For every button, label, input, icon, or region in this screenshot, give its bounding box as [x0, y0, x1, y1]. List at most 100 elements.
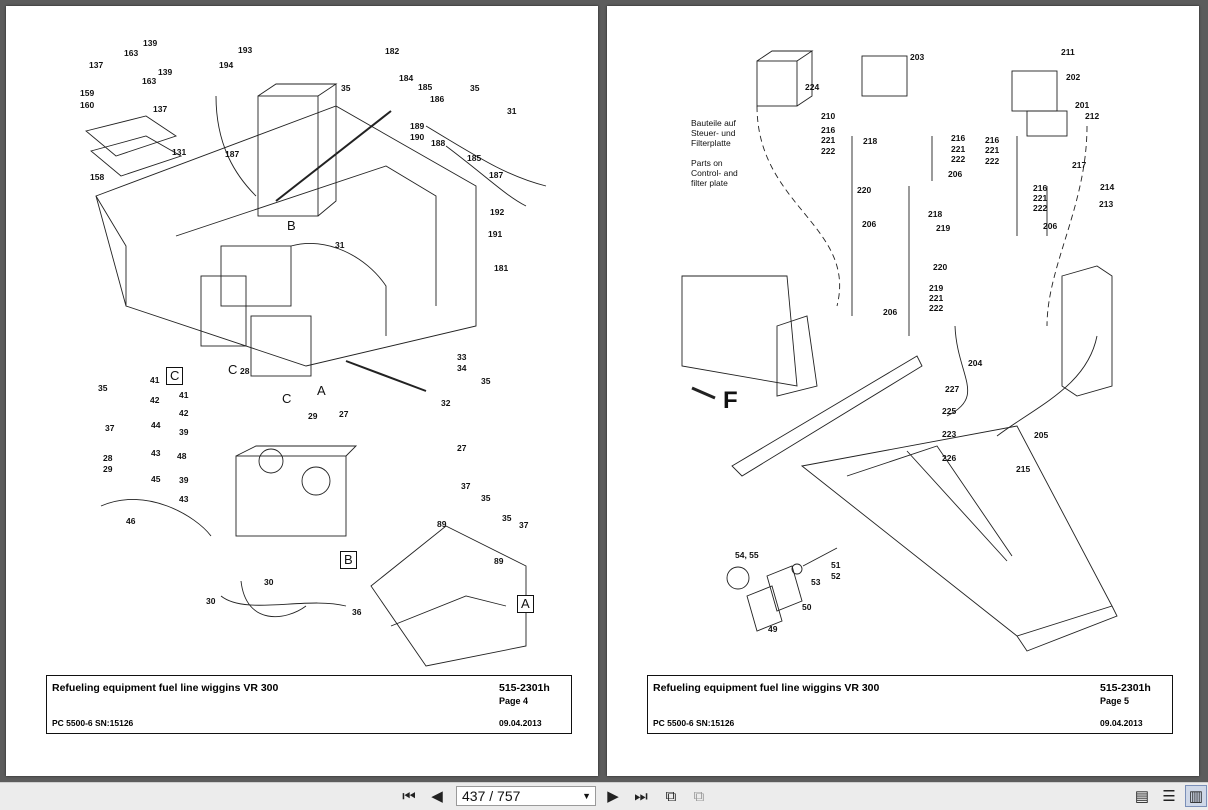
part-number: 43: [179, 494, 189, 504]
part-number: 46: [126, 516, 136, 526]
page-selector[interactable]: 437 / 757 ▼: [456, 786, 596, 806]
part-number: 41: [150, 375, 160, 385]
two-page-view-icon[interactable]: ▥: [1185, 785, 1207, 807]
viewer-toolbar: ⏮ ◀ 437 / 757 ▼ ▶ ⏭ ⧉ ⧉ ▤ ☰ ▥: [0, 782, 1208, 810]
part-number: 42: [150, 395, 160, 405]
part-number: 227: [945, 384, 960, 394]
document-page-right: 203 211 202 224 201 212 210 216 221 222 …: [607, 6, 1199, 776]
part-number: 210: [821, 111, 836, 121]
part-number: 206: [883, 307, 898, 317]
part-number: 31: [507, 106, 517, 116]
part-number: 35: [481, 376, 491, 386]
part-number: 37: [519, 520, 529, 530]
part-number: 184: [399, 73, 414, 83]
part-number: 186: [430, 94, 445, 104]
part-number: 48: [177, 451, 187, 461]
part-number: 216: [821, 125, 836, 135]
part-number: 28: [103, 453, 113, 463]
part-number: 221: [929, 293, 944, 303]
part-number: 131: [172, 147, 187, 157]
title-block: Refueling equipment fuel line wiggins VR…: [46, 675, 572, 734]
single-page-view-icon[interactable]: ▤: [1134, 788, 1150, 805]
view-marker-c: C: [282, 391, 292, 406]
part-number: 212: [1085, 111, 1100, 121]
part-number: 220: [857, 185, 872, 195]
part-number: 159: [80, 88, 95, 98]
part-number: 217: [1072, 160, 1087, 170]
view-marker-a: A: [317, 383, 326, 398]
part-number: 37: [461, 481, 471, 491]
part-number: 221: [1033, 193, 1048, 203]
part-number: 27: [339, 409, 349, 419]
part-number: 191: [488, 229, 503, 239]
page-number: Page 5: [1100, 696, 1130, 706]
part-number: 29: [103, 464, 113, 474]
part-number: 190: [410, 132, 425, 142]
part-number: 219: [936, 223, 951, 233]
part-number: 32: [441, 398, 451, 408]
part-number: 216: [985, 135, 1000, 145]
part-number: 30: [206, 596, 216, 606]
part-number: 222: [929, 303, 944, 313]
part-number: 224: [805, 82, 820, 92]
part-number: 214: [1100, 182, 1115, 192]
page-number: Page 4: [499, 696, 529, 706]
part-number: 211: [1061, 47, 1075, 57]
part-number: 219: [929, 283, 944, 293]
part-number: 221: [821, 135, 836, 145]
part-number: 163: [142, 76, 157, 86]
fit-page-icon[interactable]: ⧉: [665, 787, 677, 805]
part-number: 89: [494, 556, 504, 566]
part-number: 163: [124, 48, 139, 58]
prev-page-icon[interactable]: ◀: [431, 788, 443, 805]
note-english: Parts on Control- and filter plate: [691, 158, 738, 188]
part-number: 189: [410, 121, 425, 131]
fit-width-icon[interactable]: ⧉: [693, 787, 705, 805]
part-number: 34: [457, 363, 467, 373]
document-title: Refueling equipment fuel line wiggins VR…: [653, 682, 880, 694]
machine-model: PC 5500-6 SN:15126: [653, 718, 735, 728]
part-number: 35: [502, 513, 512, 523]
part-number: 221: [985, 145, 1000, 155]
part-number: 29: [308, 411, 318, 421]
view-marker-b: B: [287, 218, 296, 233]
view-label-b: B: [340, 551, 357, 569]
part-number: 137: [89, 60, 104, 70]
document-code: 515-2301h: [1100, 682, 1151, 694]
continuous-view-icon[interactable]: ☰: [1162, 788, 1176, 805]
document-date: 09.04.2013: [1100, 718, 1143, 728]
part-number: 213: [1099, 199, 1114, 209]
part-number: 202: [1066, 72, 1081, 82]
first-page-icon[interactable]: ⏮: [402, 787, 416, 805]
part-number: 35: [98, 383, 108, 393]
direction-marker-f: F: [723, 387, 738, 414]
part-number: 53: [811, 577, 821, 587]
part-number: 39: [179, 475, 189, 485]
next-page-icon[interactable]: ▶: [607, 788, 619, 805]
part-number: 192: [490, 207, 505, 217]
part-number: 218: [928, 209, 943, 219]
part-number: 43: [151, 448, 161, 458]
part-number: 205: [1034, 430, 1049, 440]
last-page-icon[interactable]: ⏭: [634, 787, 648, 805]
part-number: 27: [457, 443, 467, 453]
part-number: 222: [985, 156, 1000, 166]
part-number: 139: [158, 67, 173, 77]
part-number: 49: [768, 624, 778, 634]
parts-diagram-right: [681, 50, 1118, 652]
machine-model: PC 5500-6 SN:15126: [52, 718, 134, 728]
chevron-down-icon: ▼: [582, 791, 591, 801]
part-number: 35: [481, 493, 491, 503]
part-number: 185: [418, 82, 433, 92]
document-date: 09.04.2013: [499, 718, 542, 728]
part-number: 218: [863, 136, 878, 146]
part-number: 158: [90, 172, 105, 182]
document-title: Refueling equipment fuel line wiggins VR…: [52, 682, 279, 694]
part-number: 181: [494, 263, 509, 273]
part-number: 52: [831, 571, 841, 581]
part-number: 185: [467, 153, 482, 163]
part-number: 206: [1043, 221, 1058, 231]
part-number: 188: [431, 138, 446, 148]
part-number: 222: [1033, 203, 1048, 213]
part-number: 35: [341, 83, 351, 93]
